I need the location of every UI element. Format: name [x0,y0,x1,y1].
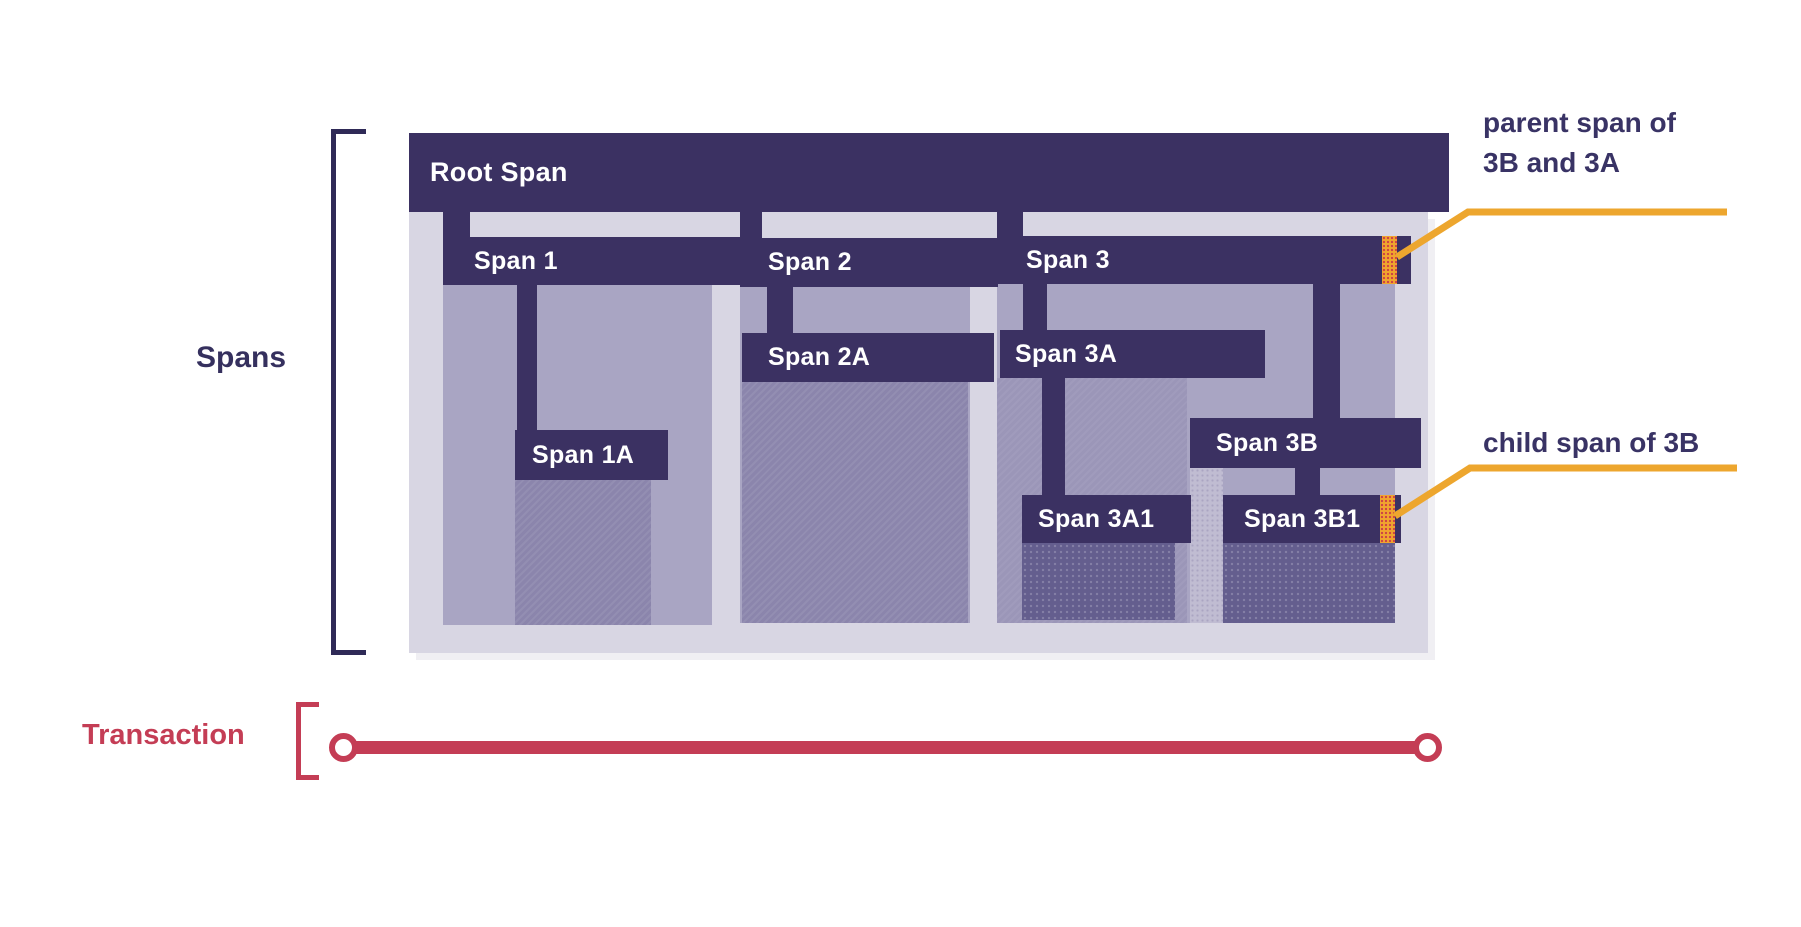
transaction-end-circle [1413,733,1442,762]
spans-bracket [331,129,366,655]
span1-label: Span 1 [474,246,558,275]
span3a-bar: Span 3A [1000,330,1265,378]
parent-span-leader-line [1395,208,1727,260]
span1a-label: Span 1A [532,440,635,469]
spans-section-label: Spans [195,341,287,374]
connector-root-to-span2 [740,212,762,239]
span3b-duration-body [1190,468,1223,623]
child-span-leader-line [1393,464,1737,519]
span3a1-label: Span 3A1 [1038,504,1155,533]
connector-span3-to-span3b [1313,284,1340,419]
span3b1-label: Span 3B1 [1244,504,1361,533]
connector-span1-to-span1a [517,285,537,431]
span3-bar: Span 3 [997,236,1411,284]
transaction-timeline [355,741,1415,754]
connector-root-to-span3 [997,212,1023,237]
parent-span-annotation: parent span of 3B and 3A [1483,103,1676,183]
span3b-bar: Span 3B [1190,418,1421,468]
span3-label: Span 3 [1026,245,1110,274]
span3a1-duration-body [1022,543,1175,620]
span1-bar: Span 1 [443,237,743,285]
connector-span3a-to-span3a1 [1042,378,1065,496]
span3b-label: Span 3B [1216,428,1319,457]
connector-span3b-to-span3b1 [1295,468,1320,496]
span3a1-bar: Span 3A1 [1022,495,1191,543]
span2a-label: Span 2A [768,343,871,371]
span2-bar: Span 2 [740,238,998,287]
child-span-marker [1380,495,1395,543]
parent-span-annotation-line2: 3B and 3A [1483,147,1620,178]
root-span-label: Root Span [430,157,568,187]
parent-span-marker [1382,236,1397,284]
child-span-annotation: child span of 3B [1483,427,1700,458]
connector-span2-to-span2a [767,287,793,334]
span1a-bar: Span 1A [515,430,668,480]
root-span-bar: Root Span [409,133,1449,212]
connector-span3-to-span3a [1023,284,1047,331]
span3b1-duration-body [1223,543,1395,623]
transaction-start-circle [329,733,358,762]
span2a-bar: Span 2A [742,333,994,382]
span3a-label: Span 3A [1015,339,1118,368]
span1a-duration-body [515,480,651,625]
transaction-section-label: Transaction [82,719,245,751]
parent-span-annotation-line1: parent span of [1483,107,1676,138]
span3b1-bar: Span 3B1 [1223,495,1401,543]
connector-root-to-span1 [443,212,470,238]
transaction-bracket [296,702,319,780]
span2a-duration-body [742,382,968,623]
span2-label: Span 2 [768,248,852,276]
